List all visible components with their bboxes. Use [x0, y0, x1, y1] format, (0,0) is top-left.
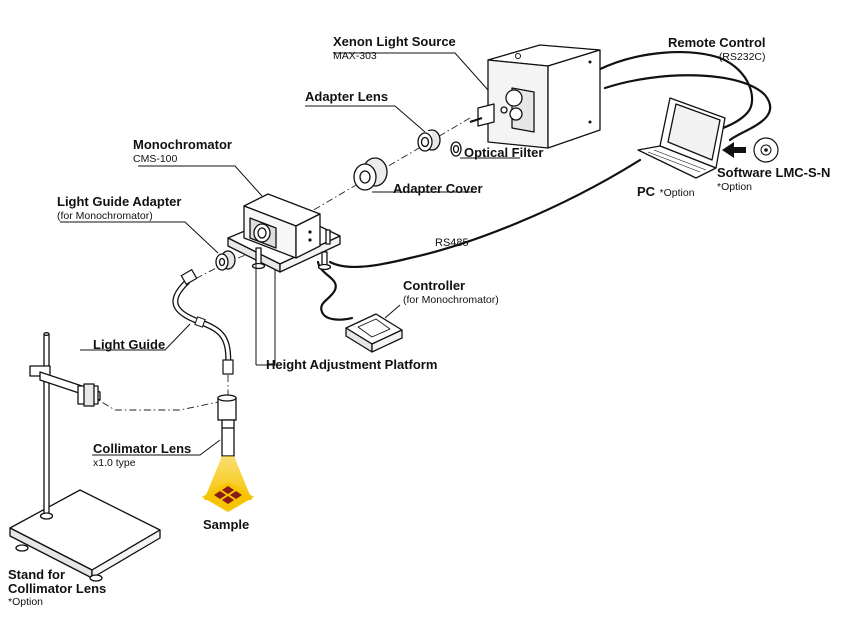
sample-device [214, 486, 242, 504]
leader-lines [60, 52, 520, 456]
pc-sub: *Option [659, 187, 695, 199]
xenon-model: MAX-303 [333, 49, 377, 62]
software-title: Software LMC-S-N [717, 165, 831, 180]
collimator-title: Collimator Lens [93, 441, 192, 456]
cables [316, 51, 772, 321]
rs485-cable [328, 158, 642, 269]
light-guide-label: Light Guide [93, 338, 165, 352]
stand-label: Stand for Collimator Lens *Option [8, 568, 106, 608]
rs232c-cable [596, 51, 754, 134]
controller-sub: (for Monochromator) [403, 293, 499, 306]
pc-label: PC *Option [637, 184, 695, 201]
adapter-cover-label: Adapter Cover [393, 182, 483, 196]
controller-device [345, 313, 403, 353]
light-guide-title: Light Guide [93, 337, 166, 352]
height-platform-label: Height Adjustment Platform [266, 358, 437, 372]
light-guide-adapter-label: Light Guide Adapter (for Monochromator) [57, 195, 181, 222]
controller-title: Controller [403, 278, 466, 293]
light-guide-adapter-title: Light Guide Adapter [57, 194, 182, 209]
software-cd-icon [753, 137, 779, 163]
adapter-lens-label: Adapter Lens [305, 90, 388, 104]
sample-label: Sample [203, 518, 249, 532]
stand-line2: Collimator Lens [8, 580, 107, 596]
stand-sub: *Option [8, 596, 44, 609]
adapter-lens-device [417, 129, 441, 152]
stand-device [9, 332, 161, 582]
optical-filter-title: Optical Filter [464, 145, 544, 160]
optical-filter-label: Optical Filter [464, 146, 543, 160]
software-label: Software LMC-S-N *Option [717, 166, 830, 193]
monochromator-title: Monochromator [133, 137, 232, 152]
stand-line1: Stand for [8, 567, 66, 582]
collimator-lens-label: Collimator Lens x1.0 type [93, 442, 191, 469]
light-guide-adapter-device [215, 250, 236, 271]
arrow-icon [722, 142, 746, 158]
height-platform-title: Height Adjustment Platform [266, 357, 438, 372]
rs485-text: RS485 [435, 237, 469, 249]
rs485-label: RS485 [435, 236, 469, 250]
adapter-cover-title: Adapter Cover [393, 181, 483, 196]
xenon-title: Xenon Light Source [333, 34, 456, 49]
xenon-light-source-label: Xenon Light Source MAX-303 [333, 35, 456, 62]
adapter-lens-title: Adapter Lens [305, 89, 389, 104]
light-guide-adapter-sub: (for Monochromator) [57, 209, 153, 222]
collimator-sub: x1.0 type [93, 456, 136, 469]
xenon-pc-cable [603, 74, 772, 142]
collimator-lens-device [217, 394, 237, 457]
controller-cable [316, 260, 354, 321]
remote-control-label: Remote Control (RS232C) [668, 36, 766, 63]
light-guide-device [172, 268, 234, 375]
remote-sub: (RS232C) [718, 50, 766, 63]
controller-label: Controller (for Monochromator) [403, 279, 499, 306]
monochromator-label: Monochromator CMS-100 [133, 138, 232, 165]
pc-title: PC [637, 184, 656, 199]
adapter-cover-device [353, 157, 388, 191]
monochromator-device [243, 193, 321, 259]
pc-laptop-device [637, 97, 726, 179]
optical-filter-device [450, 141, 462, 157]
software-sub: *Option [717, 180, 753, 193]
monochromator-model: CMS-100 [133, 152, 178, 165]
remote-title: Remote Control [668, 35, 766, 50]
sample-title: Sample [203, 517, 250, 532]
xenon-light-source-device [469, 44, 601, 149]
